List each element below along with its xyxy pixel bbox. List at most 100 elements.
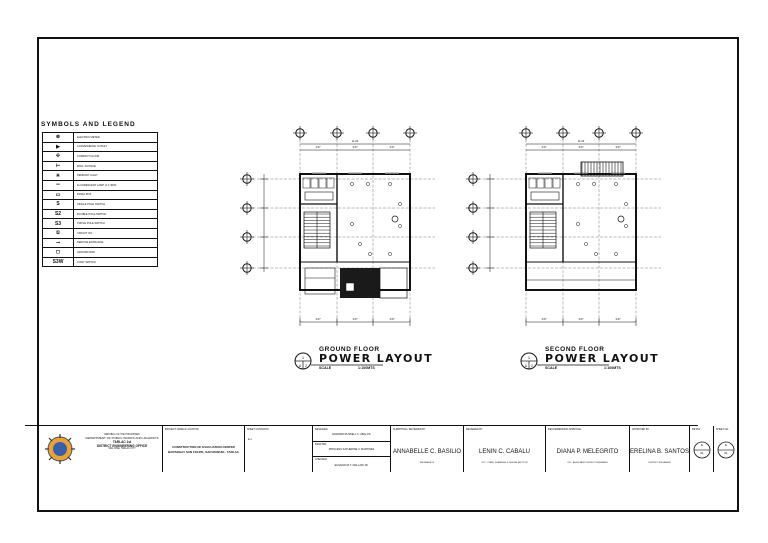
legend-label: COMPACT FLUOR: [77, 154, 100, 158]
recommended-caption: RECOMMENDING APPROVAL: [548, 428, 582, 431]
dim-label: 3.67: [352, 145, 358, 149]
recommended-title: OIC - ASSISTANT DISTRICT ENGINEER: [567, 462, 608, 464]
room-fixture: [326, 177, 335, 189]
legend-title: SYMBOLS AND LEGEND: [41, 121, 136, 128]
checked-caption: CHECKED: [315, 458, 327, 461]
legend-row: ⊗ELECTRIC METER: [43, 133, 157, 143]
dim-label: 3.67: [615, 145, 621, 149]
detail-cell: DETAIL E 01: [689, 426, 713, 472]
title-marker-left: A: [525, 364, 528, 368]
stair: [303, 211, 331, 249]
title-marker-right: 2: [531, 364, 533, 368]
detail-bottom: 01: [700, 451, 704, 455]
submitted-name: ANNABELLE C. BASILIO: [392, 449, 462, 455]
legend-table: ⊗ELECTRIC METER▶CONVENIENCE OUTLET✣COMPA…: [42, 132, 158, 268]
dim-label: 11.00: [578, 139, 585, 143]
outlet-icon: [624, 224, 628, 228]
ground-floor-label: GROUND FLOOR: [319, 346, 380, 353]
submitted-cell: SUBMITTED / REVIEWED BY ANNABELLE C. BAS…: [390, 426, 463, 472]
dim-label: 3.67: [389, 145, 395, 149]
legend-row: ◻GROUND ROD: [43, 248, 157, 258]
detail-caption: DETAIL: [692, 428, 701, 431]
detail-marker-icon: [693, 441, 711, 459]
project-line2: BARANGAY SAN FELIPE, SAN MANUEL, TARLAC: [168, 450, 239, 454]
second-floor-scale-value: 1:100MTS: [604, 366, 621, 370]
agency-cell: REPUBLIC OF THE PHILIPPINES DEPARTMENT O…: [25, 426, 171, 472]
legend-label: SINGLE POLE SWITCH: [77, 202, 106, 206]
agency-line4: DISTRICT ENGINEERING OFFICE: [96, 444, 148, 448]
dpwh-seal-icon: [45, 434, 75, 464]
submitted-caption: SUBMITTED / REVIEWED BY: [393, 428, 426, 431]
electric-meter-icon: ⊗: [43, 133, 74, 142]
pendant-light-icon: ✳: [43, 171, 74, 180]
triple-pole-switch-icon: S3: [43, 219, 74, 228]
outlet-icon: [584, 242, 588, 246]
circuit-no-icon: ①: [43, 228, 74, 238]
outlet-icon: [350, 222, 354, 226]
outlet-icon: [592, 182, 596, 186]
room-fixture: [310, 177, 319, 189]
outlet-icon: [368, 252, 372, 256]
project-caption: PROJECT NAME & LOCATION: [165, 428, 199, 431]
room-outline: [304, 267, 336, 295]
legend-row: ▭PANEL BOX: [43, 190, 157, 201]
double-pole-switch-icon: S2: [43, 209, 74, 219]
dim-label: 3.67: [578, 145, 584, 149]
legend-label: GROUND ROD: [77, 250, 96, 254]
outlet-icon: [366, 182, 370, 186]
title-marker-right: 2: [305, 364, 307, 368]
sheet-caption: SHEET NO.: [716, 428, 729, 431]
legend-row: ✳PENDANT LIGHT: [43, 171, 157, 181]
room-fixture: [528, 177, 537, 189]
approved-title: DISTRICT ENGINEER: [648, 462, 671, 464]
recommended-cell: RECOMMENDING APPROVAL DIANA P. MELEGRITO…: [545, 426, 629, 472]
title-marker-left: A: [299, 364, 302, 368]
dim-label: 3.67: [315, 317, 321, 321]
reviewed-name: LENIN C. CABALU: [478, 449, 530, 455]
approved-caption: APPROVED BY: [632, 428, 650, 431]
approved-cell: APPROVED BY ERELINA B. SANTOS DISTRICT E…: [629, 426, 689, 472]
room-fixture: [530, 191, 560, 201]
drawing-sheet: [37, 37, 739, 512]
reviewed-caption: REVIEWED BY: [466, 428, 483, 431]
second-floor-scale-label: SCALE: [545, 366, 558, 370]
compact-fluorescent-icon: ✣: [43, 152, 74, 161]
circuit-icon: [617, 215, 625, 223]
stair: [529, 211, 557, 249]
sheet-contents-cell: SHEET CONTENTS E-1: [244, 426, 312, 472]
dim-label: 3.67: [315, 145, 321, 149]
panel-box-icon: [345, 282, 355, 292]
ground_floor-plan: [240, 126, 435, 326]
title-marker-number: 1: [528, 355, 531, 360]
dim-label: 3.67: [541, 317, 547, 321]
reviewed-cell: REVIEWED BY LENIN C. CABALU OIC - CHIEF,…: [463, 426, 545, 472]
room-outline: [379, 267, 408, 299]
single-pole-switch-icon: S: [43, 200, 74, 209]
outlet-icon: [576, 182, 580, 186]
second_floor-plan: [466, 126, 661, 326]
outlet-icon: [398, 224, 402, 228]
legend-label: PENDANT LIGHT: [77, 174, 98, 178]
dim-label: 11.00: [352, 139, 359, 143]
sheet-marker-icon: [717, 441, 735, 459]
outlet-icon: [576, 222, 580, 226]
balcony: [580, 161, 624, 177]
agency-line5: SAN JOSE, TARLAC CITY: [108, 448, 136, 450]
legend-row: ⊸SERVICE ENTRANCE: [43, 238, 157, 249]
room-fixture: [302, 177, 311, 189]
second-floor-title: POWER LAYOUT: [545, 352, 659, 365]
agency-line1: REPUBLIC OF THE PHILIPPINES: [104, 434, 140, 436]
legend-label: CIRCUIT NO.: [77, 231, 93, 235]
ground-floor-scale-value: 1:100MTS: [358, 366, 375, 370]
project-cell: PROJECT NAME & LOCATION CONSTRUCTION OF …: [162, 426, 244, 472]
sheet-bottom: 01: [724, 451, 728, 455]
outlet-icon: [398, 202, 402, 206]
legend-row: ▶CONVENIENCE OUTLET: [43, 142, 157, 153]
drafted-caption: DRAFTED: [315, 443, 327, 446]
outlet-icon: [358, 242, 362, 246]
